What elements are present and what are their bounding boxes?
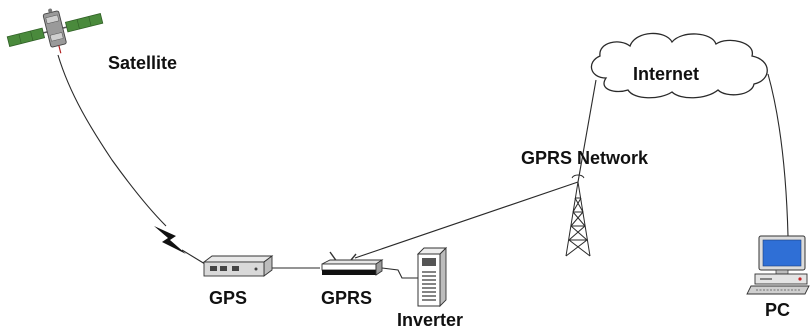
lightning-bolt-icon bbox=[154, 226, 186, 254]
desktop-computer-icon bbox=[746, 235, 810, 295]
gprs-label: GPRS bbox=[321, 288, 372, 308]
cloud-icon bbox=[590, 32, 768, 99]
link-lightning-to-gps bbox=[181, 249, 206, 265]
internet-label: Internet bbox=[633, 64, 699, 84]
gprs-network-label: GPRS Network bbox=[521, 148, 649, 168]
satellite-icon bbox=[6, 8, 104, 54]
gps-label: GPS bbox=[209, 288, 247, 308]
gps-module-icon bbox=[202, 255, 274, 277]
link-satellite-to-gps bbox=[57, 54, 167, 227]
pc-label: PC bbox=[765, 300, 790, 320]
link-internet-to-pc bbox=[767, 73, 789, 237]
link-tower-to-internet bbox=[577, 79, 597, 183]
link-gprs-to-tower bbox=[354, 181, 579, 259]
inverter-icon bbox=[416, 246, 448, 308]
antenna-tower-icon bbox=[565, 174, 591, 257]
satellite-label: Satellite bbox=[108, 53, 177, 73]
inverter-label: Inverter bbox=[397, 310, 463, 330]
gprs-modem-icon bbox=[321, 251, 384, 276]
connection-lines bbox=[57, 54, 789, 279]
link-gprs-to-inverter bbox=[381, 267, 418, 279]
